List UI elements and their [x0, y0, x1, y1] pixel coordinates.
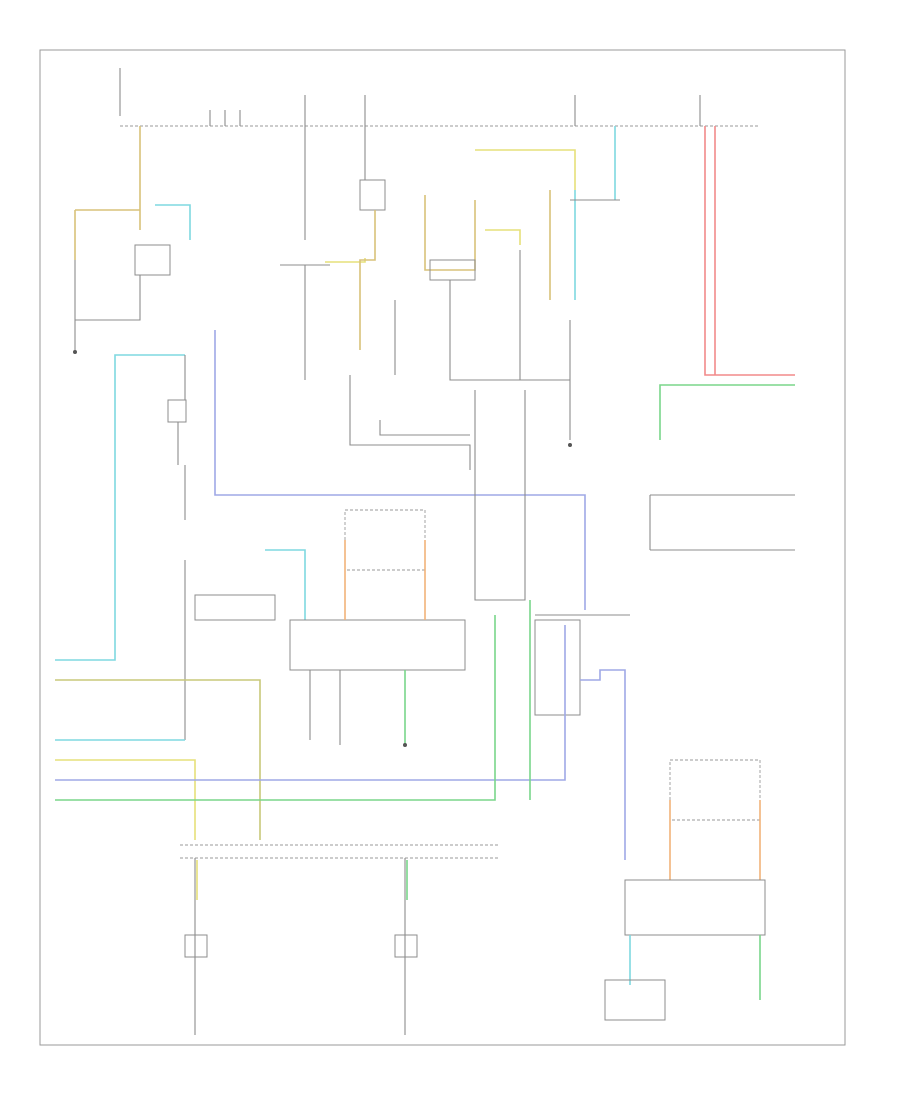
left-ground-run: [74, 260, 141, 350]
right-bottom-module: [624, 879, 766, 936]
yellow-wire-upper: [475, 149, 576, 190]
green-wire-bottom: [55, 615, 496, 801]
olive-wire: [55, 679, 261, 840]
cyan-wire-door: [265, 549, 306, 620]
left-resistor: [167, 399, 187, 423]
left-bottom-lamp: [184, 934, 208, 958]
headlamp-relay: [359, 179, 386, 211]
cyan-wire-left-top: [155, 204, 191, 240]
ground-symbol-center: [403, 743, 407, 747]
yellow-wire-switch: [325, 258, 366, 263]
gray-wire-center: [349, 375, 471, 470]
left-lamp-box: [134, 244, 171, 276]
fuse-taps: [209, 95, 701, 126]
tan-wire-upper: [424, 195, 476, 271]
instrument-cluster-box: [649, 494, 795, 551]
blue-wire-bottom: [55, 625, 566, 781]
cyan-wire-long: [55, 354, 185, 661]
black-wire-center: [379, 420, 470, 436]
yellow-wire-short: [485, 229, 521, 245]
right-door-box: [534, 619, 581, 716]
green-wire-right: [659, 384, 795, 440]
ground-symbol-right: [568, 443, 572, 447]
right-center-module: [474, 390, 526, 601]
left-door-connector: [194, 594, 276, 621]
ground-symbol: [73, 350, 77, 354]
switch-return: [449, 250, 570, 381]
tan-wire-center: [359, 210, 376, 350]
center-relay-module: [289, 619, 466, 671]
center-lower-run: [309, 670, 341, 745]
blue-wire-main: [214, 330, 586, 610]
red-wire: [704, 126, 795, 376]
center-switch-run: [280, 126, 330, 380]
diagram-frame: [39, 49, 846, 1046]
dashed-enclosure: [344, 509, 426, 571]
right-dashed-enclosure: [669, 759, 761, 821]
switch-box: [429, 259, 476, 281]
tan-wire-left: [74, 126, 141, 260]
right-bottom-switch: [604, 979, 666, 1021]
center-bottom-lamp: [394, 934, 418, 958]
blue-wire-right: [580, 669, 626, 860]
yellow-wire-bottom: [55, 759, 196, 840]
left-lower-run: [177, 422, 186, 520]
